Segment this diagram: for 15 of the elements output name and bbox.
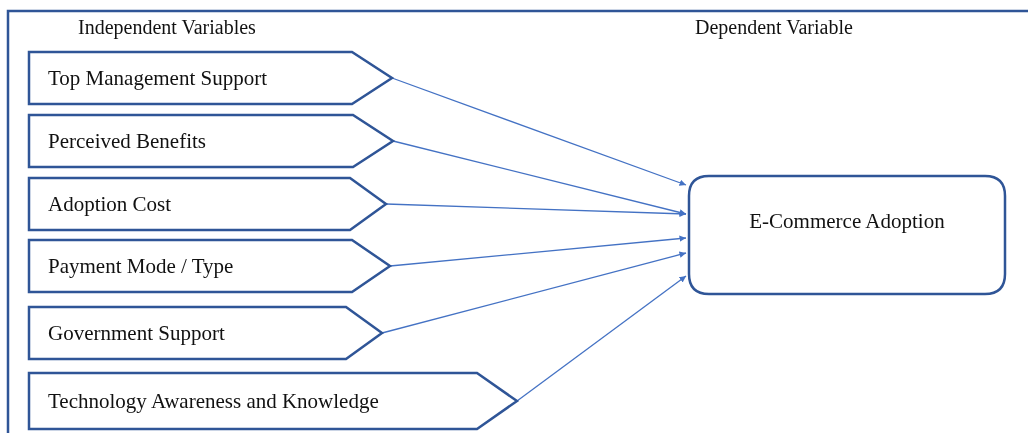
arrow	[391, 77, 687, 186]
node-label: Top Management Support	[48, 65, 267, 91]
arrow	[381, 251, 687, 334]
node-label: Technology Awareness and Knowledge	[48, 388, 379, 414]
column-heading: Dependent Variable	[695, 16, 853, 39]
arrow	[389, 235, 687, 267]
column-heading: Independent Variables	[78, 16, 256, 39]
arrow	[385, 203, 687, 218]
arrow	[392, 140, 687, 216]
node-label: Payment Mode / Type	[48, 253, 234, 279]
node-label: E-Commerce Adoption	[749, 209, 945, 234]
node-label: Perceived Benefits	[48, 128, 207, 154]
node-label: Adoption Cost	[48, 191, 172, 217]
node-label: Government Support	[48, 320, 225, 346]
arrow	[516, 275, 687, 402]
